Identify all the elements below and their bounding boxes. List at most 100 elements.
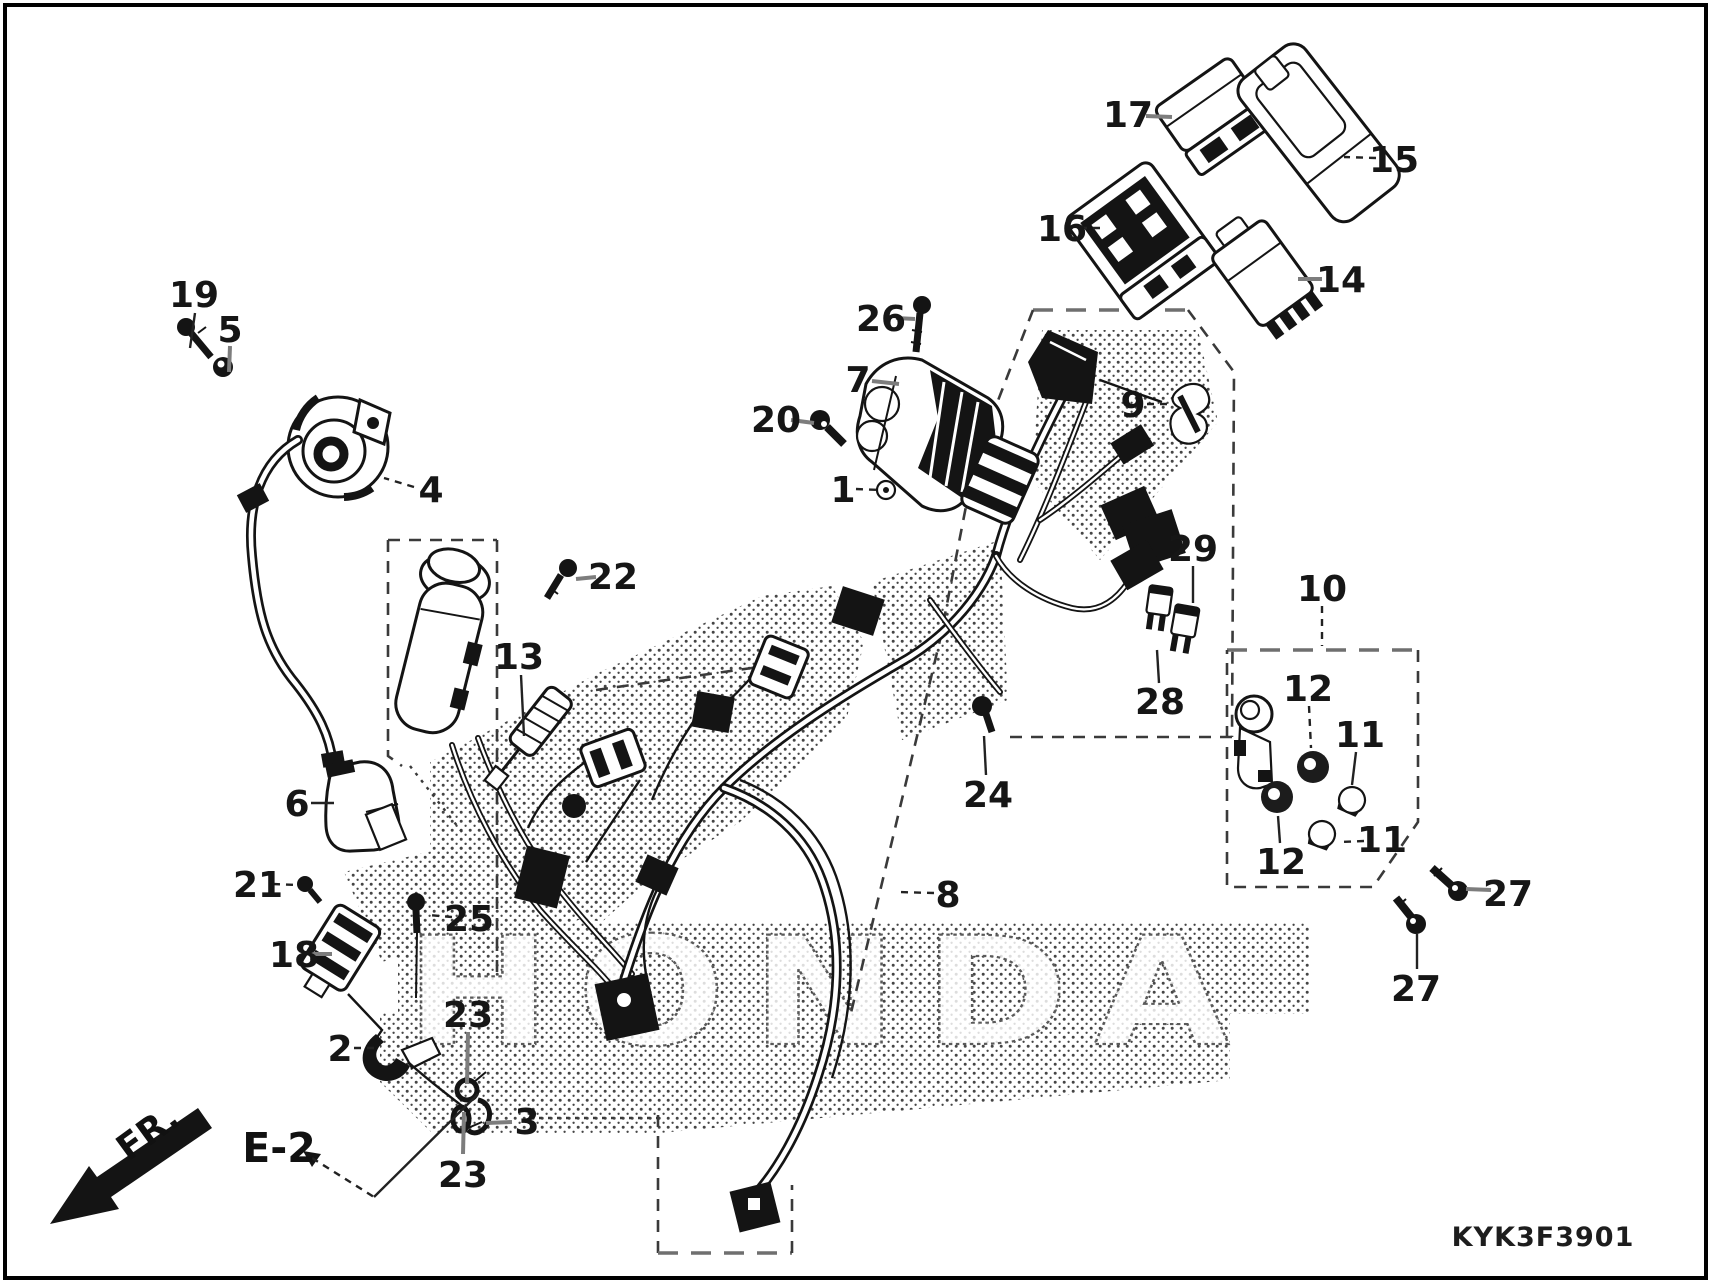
part-9-clip bbox=[1169, 382, 1211, 445]
part-26-bolt bbox=[910, 296, 931, 353]
callout-leader-line bbox=[272, 882, 298, 887]
callout-number: 12 bbox=[1283, 669, 1333, 710]
dashed-boundaries bbox=[386, 308, 1420, 1255]
callout-20-21: 20 bbox=[751, 400, 815, 441]
part-24-bolt bbox=[972, 696, 996, 734]
callout-number: 28 bbox=[1135, 682, 1185, 723]
callout-number: 27 bbox=[1483, 874, 1533, 915]
callout-leader-line bbox=[485, 1120, 513, 1125]
callout-22-23: 22 bbox=[575, 557, 638, 598]
callout-number: 10 bbox=[1297, 569, 1347, 610]
callout-4-3: 4 bbox=[383, 470, 444, 511]
part-21-bolt bbox=[297, 876, 323, 904]
callout-leader-line bbox=[871, 379, 900, 386]
diagram-code: KYK3F3901 bbox=[1452, 1222, 1635, 1253]
part-ignition-coil bbox=[394, 547, 491, 735]
callout-leader-line bbox=[1339, 839, 1365, 844]
callout-leader-line bbox=[465, 1031, 470, 1085]
callout-number: 22 bbox=[588, 557, 638, 598]
callout-number: 15 bbox=[1369, 140, 1419, 181]
callout-17-18: 17 bbox=[1103, 95, 1173, 136]
callout-5-4: 5 bbox=[217, 310, 243, 373]
callout-leader-line bbox=[519, 674, 526, 737]
part-16-connector bbox=[1065, 161, 1221, 321]
callout-number: 23 bbox=[438, 1155, 488, 1196]
frame-ref-label: E-2 bbox=[242, 1124, 316, 1172]
callout-28-31: 28 bbox=[1135, 649, 1185, 723]
part-28-fuse bbox=[1145, 584, 1174, 632]
part-20-bolt bbox=[810, 410, 847, 447]
callout-27-29: 27 bbox=[1465, 874, 1533, 915]
callout-leader-line bbox=[427, 913, 453, 919]
callout-13-14: 13 bbox=[494, 637, 544, 737]
callout-number: 9 bbox=[1120, 385, 1145, 426]
callout-number: 12 bbox=[1256, 842, 1306, 883]
callout-23-24: 23 bbox=[443, 995, 493, 1085]
callout-number: 4 bbox=[418, 470, 443, 511]
part-27-bolt bbox=[1429, 865, 1468, 901]
callout-leader-line bbox=[1145, 114, 1173, 119]
callout-2-1: 2 bbox=[327, 1029, 374, 1070]
callout-leader-line bbox=[790, 418, 815, 425]
callout-leader-line bbox=[383, 476, 415, 489]
part-27-bolt bbox=[1392, 895, 1426, 934]
part-25-bolt bbox=[407, 893, 425, 999]
callout-11-11: 11 bbox=[1339, 820, 1407, 861]
callout-number: 8 bbox=[935, 875, 960, 916]
part-13-plug-cap bbox=[483, 685, 573, 792]
callout-leader-line bbox=[188, 312, 197, 349]
honda-watermark: HONDA bbox=[405, 906, 1255, 1080]
callout-16-17: 16 bbox=[1037, 209, 1106, 250]
callout-leader-line bbox=[1350, 751, 1358, 786]
callout-number: 11 bbox=[1357, 820, 1407, 861]
callout-12-12: 12 bbox=[1283, 669, 1333, 749]
callout-7-6: 7 bbox=[845, 360, 900, 401]
callout-26-28: 26 bbox=[856, 299, 916, 340]
callout-leader-line bbox=[855, 487, 881, 492]
callout-number: 11 bbox=[1335, 715, 1385, 756]
callout-number: 26 bbox=[856, 299, 906, 340]
callout-12-13: 12 bbox=[1256, 815, 1306, 883]
callout-11-10: 11 bbox=[1335, 715, 1385, 786]
callout-number: 24 bbox=[963, 775, 1013, 816]
callout-15-16: 15 bbox=[1343, 140, 1419, 181]
part-6-tube bbox=[324, 759, 408, 853]
part-11-cap bbox=[1307, 819, 1337, 851]
part-18-sensor bbox=[300, 903, 382, 999]
callout-number: 13 bbox=[494, 637, 544, 678]
callout-8-7: 8 bbox=[897, 875, 961, 916]
main-wire-harness bbox=[526, 378, 1163, 1203]
frame-ref-leader bbox=[303, 1093, 479, 1199]
part-10-group bbox=[1234, 694, 1367, 851]
callout-number: 1 bbox=[830, 470, 855, 511]
callout-27-30: 27 bbox=[1391, 934, 1441, 1010]
part-11-cap bbox=[1337, 785, 1367, 817]
callout-29-32: 29 bbox=[1168, 529, 1218, 603]
callout-number: 2 bbox=[327, 1029, 352, 1070]
callout-6-5: 6 bbox=[284, 784, 334, 825]
callout-3-2: 3 bbox=[485, 1102, 540, 1143]
callout-leader-line bbox=[1343, 155, 1377, 160]
harness-connectors bbox=[514, 330, 1186, 1233]
callout-number: 29 bbox=[1168, 529, 1218, 570]
callout-layer: 1234567891011111212131415161718192021222… bbox=[169, 95, 1533, 1196]
callout-leader-line bbox=[895, 316, 916, 321]
part-29-fuse bbox=[1169, 603, 1201, 654]
callout-number: 5 bbox=[217, 310, 242, 351]
callout-9-8: 9 bbox=[1120, 385, 1168, 426]
part-1-washer bbox=[875, 479, 897, 501]
callout-number: 20 bbox=[751, 400, 801, 441]
callout-leader-line bbox=[575, 575, 597, 581]
callout-leader-line bbox=[1276, 815, 1282, 844]
callout-number: 21 bbox=[233, 865, 283, 906]
callout-leader-line bbox=[461, 1111, 466, 1155]
callout-number: 23 bbox=[443, 995, 493, 1036]
callout-19-20: 19 bbox=[169, 275, 219, 349]
callout-21-22: 21 bbox=[233, 865, 298, 906]
callout-number: 7 bbox=[845, 360, 870, 401]
callout-number: 17 bbox=[1103, 95, 1153, 136]
callout-1: 1 bbox=[830, 470, 881, 511]
callout-leader-line bbox=[1465, 887, 1492, 892]
